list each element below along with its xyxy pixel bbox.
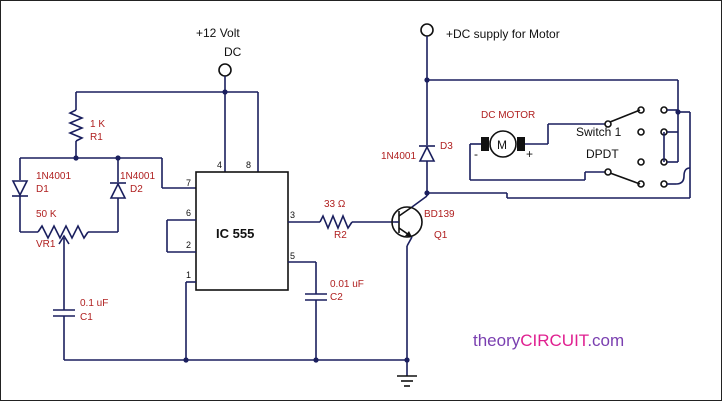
ic-pin-4: 4 bbox=[217, 160, 222, 170]
r1-value: 1 K bbox=[90, 119, 105, 130]
switch-type: DPDT bbox=[586, 147, 619, 161]
motor-supply-label: +DC supply for Motor bbox=[446, 27, 560, 41]
switch-name: Switch 1 bbox=[576, 125, 622, 139]
dpdt-switch bbox=[604, 106, 668, 188]
ic-pin-2: 2 bbox=[186, 240, 191, 250]
q1-part: BD139 bbox=[424, 209, 455, 220]
motor-symbol: M bbox=[497, 138, 507, 152]
ic-pin-8: 8 bbox=[246, 160, 251, 170]
c2-value: 0.01 uF bbox=[330, 279, 364, 290]
motor-supply-terminal bbox=[420, 23, 434, 80]
ic-555-name: IC 555 bbox=[216, 226, 254, 241]
r2-resistor bbox=[319, 213, 353, 231]
d3-ref: D3 bbox=[440, 141, 453, 152]
q1-transistor bbox=[391, 206, 423, 238]
d2-ref: D2 bbox=[130, 184, 143, 195]
watermark-circuit: CIRCUIT bbox=[520, 331, 589, 350]
ic-pin-3: 3 bbox=[290, 210, 295, 220]
r2-ref: R2 bbox=[334, 230, 347, 241]
motor-plus: + bbox=[526, 147, 533, 161]
motor-minus: - bbox=[474, 147, 478, 161]
q1-ref: Q1 bbox=[434, 230, 448, 241]
d2-diode bbox=[109, 182, 127, 199]
supply-12v-terminal bbox=[218, 63, 232, 92]
supply-12v-label: +12 Volt bbox=[196, 26, 240, 40]
watermark-com: .com bbox=[587, 331, 624, 350]
d1-ref: D1 bbox=[36, 184, 49, 195]
d2-part: 1N4001 bbox=[120, 171, 155, 182]
ic-pin-5: 5 bbox=[290, 251, 295, 261]
dc-motor bbox=[481, 130, 525, 158]
r1-resistor bbox=[67, 109, 85, 142]
supply-12v-dc-label: DC bbox=[224, 45, 242, 59]
d1-diode bbox=[11, 180, 29, 197]
vr1-potentiometer bbox=[37, 224, 89, 240]
motor-title: DC MOTOR bbox=[481, 110, 535, 121]
c2-ref: C2 bbox=[330, 292, 343, 303]
ic-pin-7: 7 bbox=[186, 178, 191, 188]
ic-555-chip bbox=[195, 171, 289, 291]
vr1-ref: VR1 bbox=[36, 239, 56, 250]
watermark: theoryCIRCUIT.com bbox=[473, 331, 624, 350]
d3-part: 1N4001 bbox=[381, 151, 416, 162]
vr1-value: 50 K bbox=[36, 209, 57, 220]
d1-part: 1N4001 bbox=[36, 171, 71, 182]
r2-value: 33 Ω bbox=[324, 199, 346, 210]
c1-ref: C1 bbox=[80, 312, 93, 323]
r1-ref: R1 bbox=[90, 132, 103, 143]
ic-pin-6: 6 bbox=[186, 208, 191, 218]
watermark-theory: theory bbox=[473, 331, 521, 350]
ground-symbol bbox=[397, 360, 417, 387]
c1-value: 0.1 uF bbox=[80, 298, 108, 309]
d3-diode bbox=[418, 145, 436, 162]
ic-pin-1: 1 bbox=[186, 270, 191, 280]
